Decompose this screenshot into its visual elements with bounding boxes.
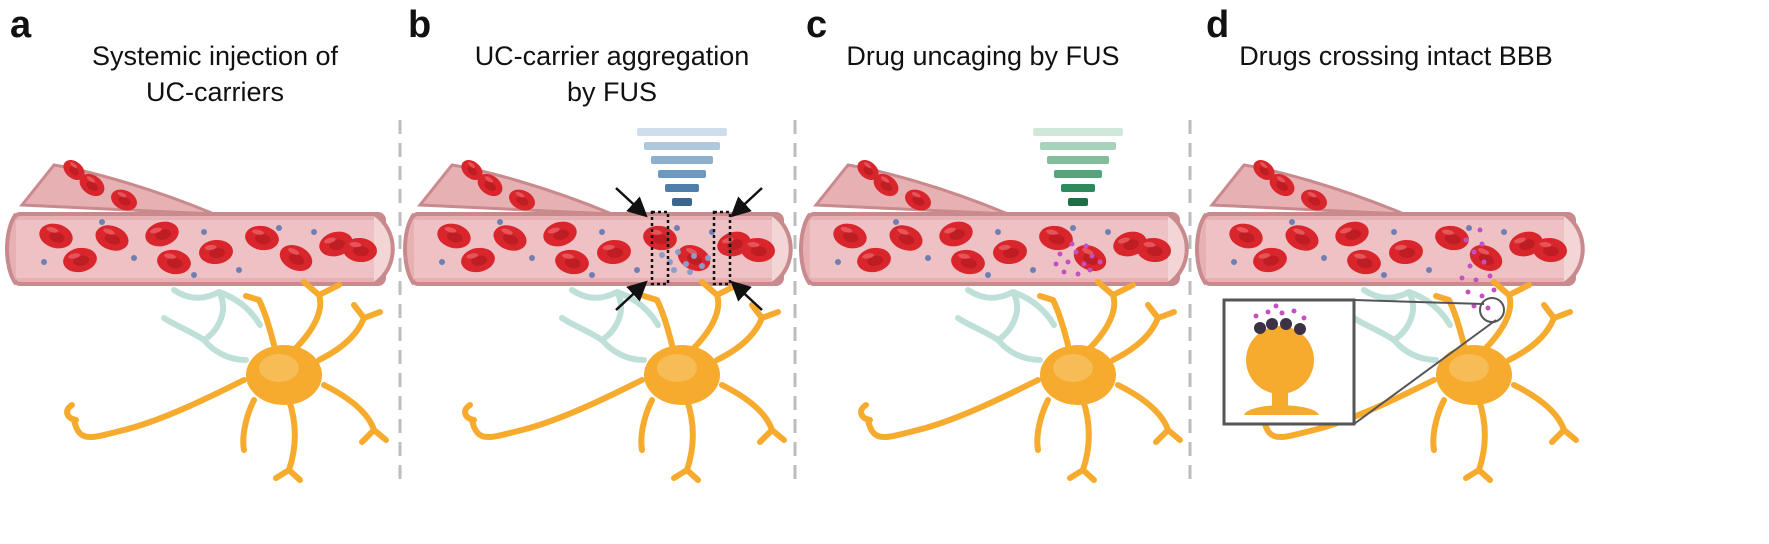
panel-title-b-line2: by FUS	[566, 77, 658, 107]
vessel-icon	[801, 156, 1187, 284]
panel-d-illustration	[1197, 156, 1583, 480]
synapse-inset-icon	[1222, 298, 1356, 426]
uncaged-drugs	[1053, 241, 1103, 277]
neuron-icon	[465, 282, 784, 480]
neuron-icon	[67, 282, 386, 480]
zoom-spot	[1479, 297, 1505, 323]
panel-title-c-line1: Drug uncaging by FUS	[846, 41, 1120, 71]
panel-b-illustration	[405, 128, 791, 480]
vessel-icon	[405, 156, 791, 284]
panel-letter-d: d	[1206, 4, 1230, 46]
panel-title-b-line1: UC-carrier aggregation	[474, 41, 750, 71]
panel-title-b: UC-carrier aggregation by FUS	[397, 38, 827, 110]
vessel-icon	[1197, 156, 1583, 284]
fus-transducer-icon	[1033, 128, 1123, 206]
vessel-icon	[7, 156, 393, 284]
panel-title-a: Systemic injection of UC-carriers	[0, 38, 430, 110]
fus-transducer-icon	[637, 128, 727, 206]
panel-title-a-line1: Systemic injection of	[91, 41, 339, 71]
neuron-icon	[861, 282, 1180, 480]
panel-letter-b: b	[408, 4, 432, 46]
panel-title-a-line2: UC-carriers	[146, 77, 284, 107]
aggregation-box	[650, 210, 732, 286]
panel-c-illustration	[801, 128, 1187, 480]
panel-title-c: Drug uncaging by FUS	[768, 38, 1198, 74]
panel-letter-a: a	[10, 4, 32, 46]
panel-title-d-line1: Drugs crossing intact BBB	[1239, 41, 1553, 71]
zoom-line-bottom	[1353, 319, 1497, 425]
panel-dividers	[398, 120, 1192, 480]
panel-letter-c: c	[806, 4, 828, 46]
panel-title-d: Drugs crossing intact BBB	[1181, 38, 1611, 74]
zoom-line-top	[1353, 299, 1485, 305]
crossing-drugs	[1459, 227, 1497, 311]
aggregation-arrow-icon	[615, 187, 763, 311]
panel-a-illustration	[7, 156, 393, 480]
